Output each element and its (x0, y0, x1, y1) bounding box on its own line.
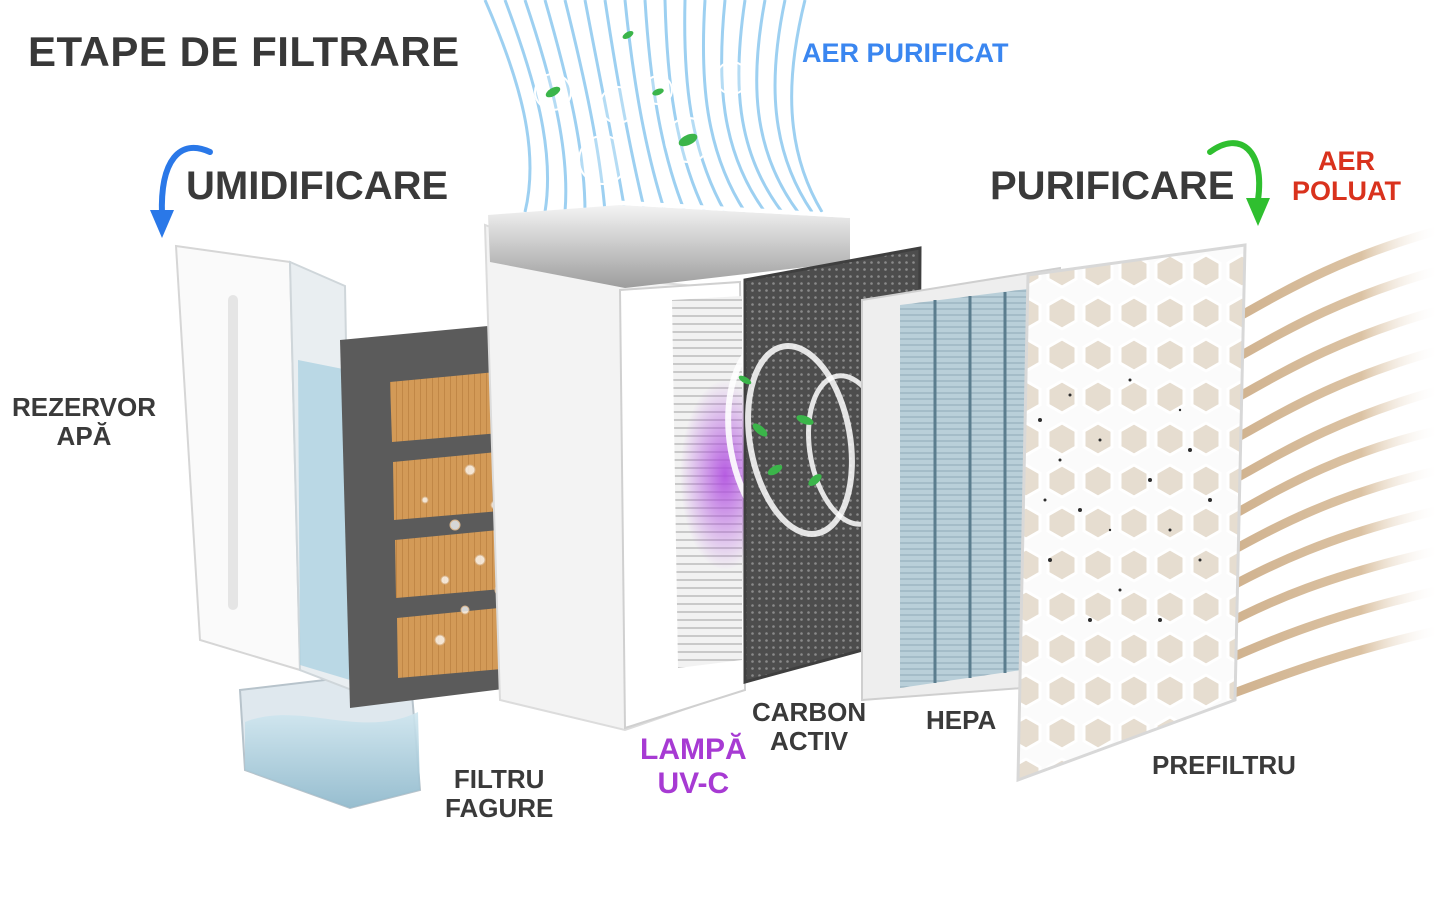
water-tank-label-line1: REZERVOR (12, 392, 156, 422)
prefilter-label: PREFILTRU (1152, 750, 1296, 780)
carbon-filter-label-line2: ACTIV (770, 726, 849, 757)
honeycomb-filter-label-line2: FAGURE (445, 793, 554, 824)
carbon-filter-label: CARBON ACTIV (752, 697, 867, 757)
uvc-lamp-label-line1: LAMPĂ (640, 733, 747, 766)
dust-particles (1038, 378, 1212, 622)
hepa-filter-label: HEPA (926, 705, 997, 735)
polluted-air-label: AER POLUAT (1292, 146, 1401, 206)
diagram-title: ETAPE DE FILTRARE (28, 28, 460, 75)
hepa-filter (861, 266, 1064, 702)
purification-label: PURIFICARE (990, 164, 1235, 208)
humidification-label: UMIDIFICARE (186, 164, 449, 208)
polluted-air-label-line1: AER (1317, 146, 1375, 176)
prefilter (1016, 243, 1247, 783)
uvc-lamp-label: LAMPĂ UV-C (640, 733, 747, 800)
uvc-lamp-label-line2: UV-C (657, 766, 730, 800)
leaf-icon (738, 375, 822, 486)
purified-air-stream (483, 0, 824, 213)
leaf-icon (545, 31, 698, 147)
carbon-filter-label-line1: CARBON (752, 697, 867, 727)
honeycomb-filter-label-line1: FILTRU (453, 764, 545, 794)
water-tank-label: REZERVOR APĂ (12, 392, 156, 452)
water-tank-label-line2: APĂ (56, 421, 112, 452)
humidify-curved-arrow-icon (150, 144, 213, 238)
polluted-air-stream (1210, 225, 1440, 705)
honeycomb-filter-label: FILTRU FAGURE (445, 764, 554, 824)
purify-curved-arrow-icon (1207, 140, 1270, 226)
humidifier-reservoir (174, 244, 354, 692)
purified-air-label: AER PURIFICAT (802, 38, 1009, 68)
polluted-air-label-line2: POLUAT (1292, 176, 1401, 207)
